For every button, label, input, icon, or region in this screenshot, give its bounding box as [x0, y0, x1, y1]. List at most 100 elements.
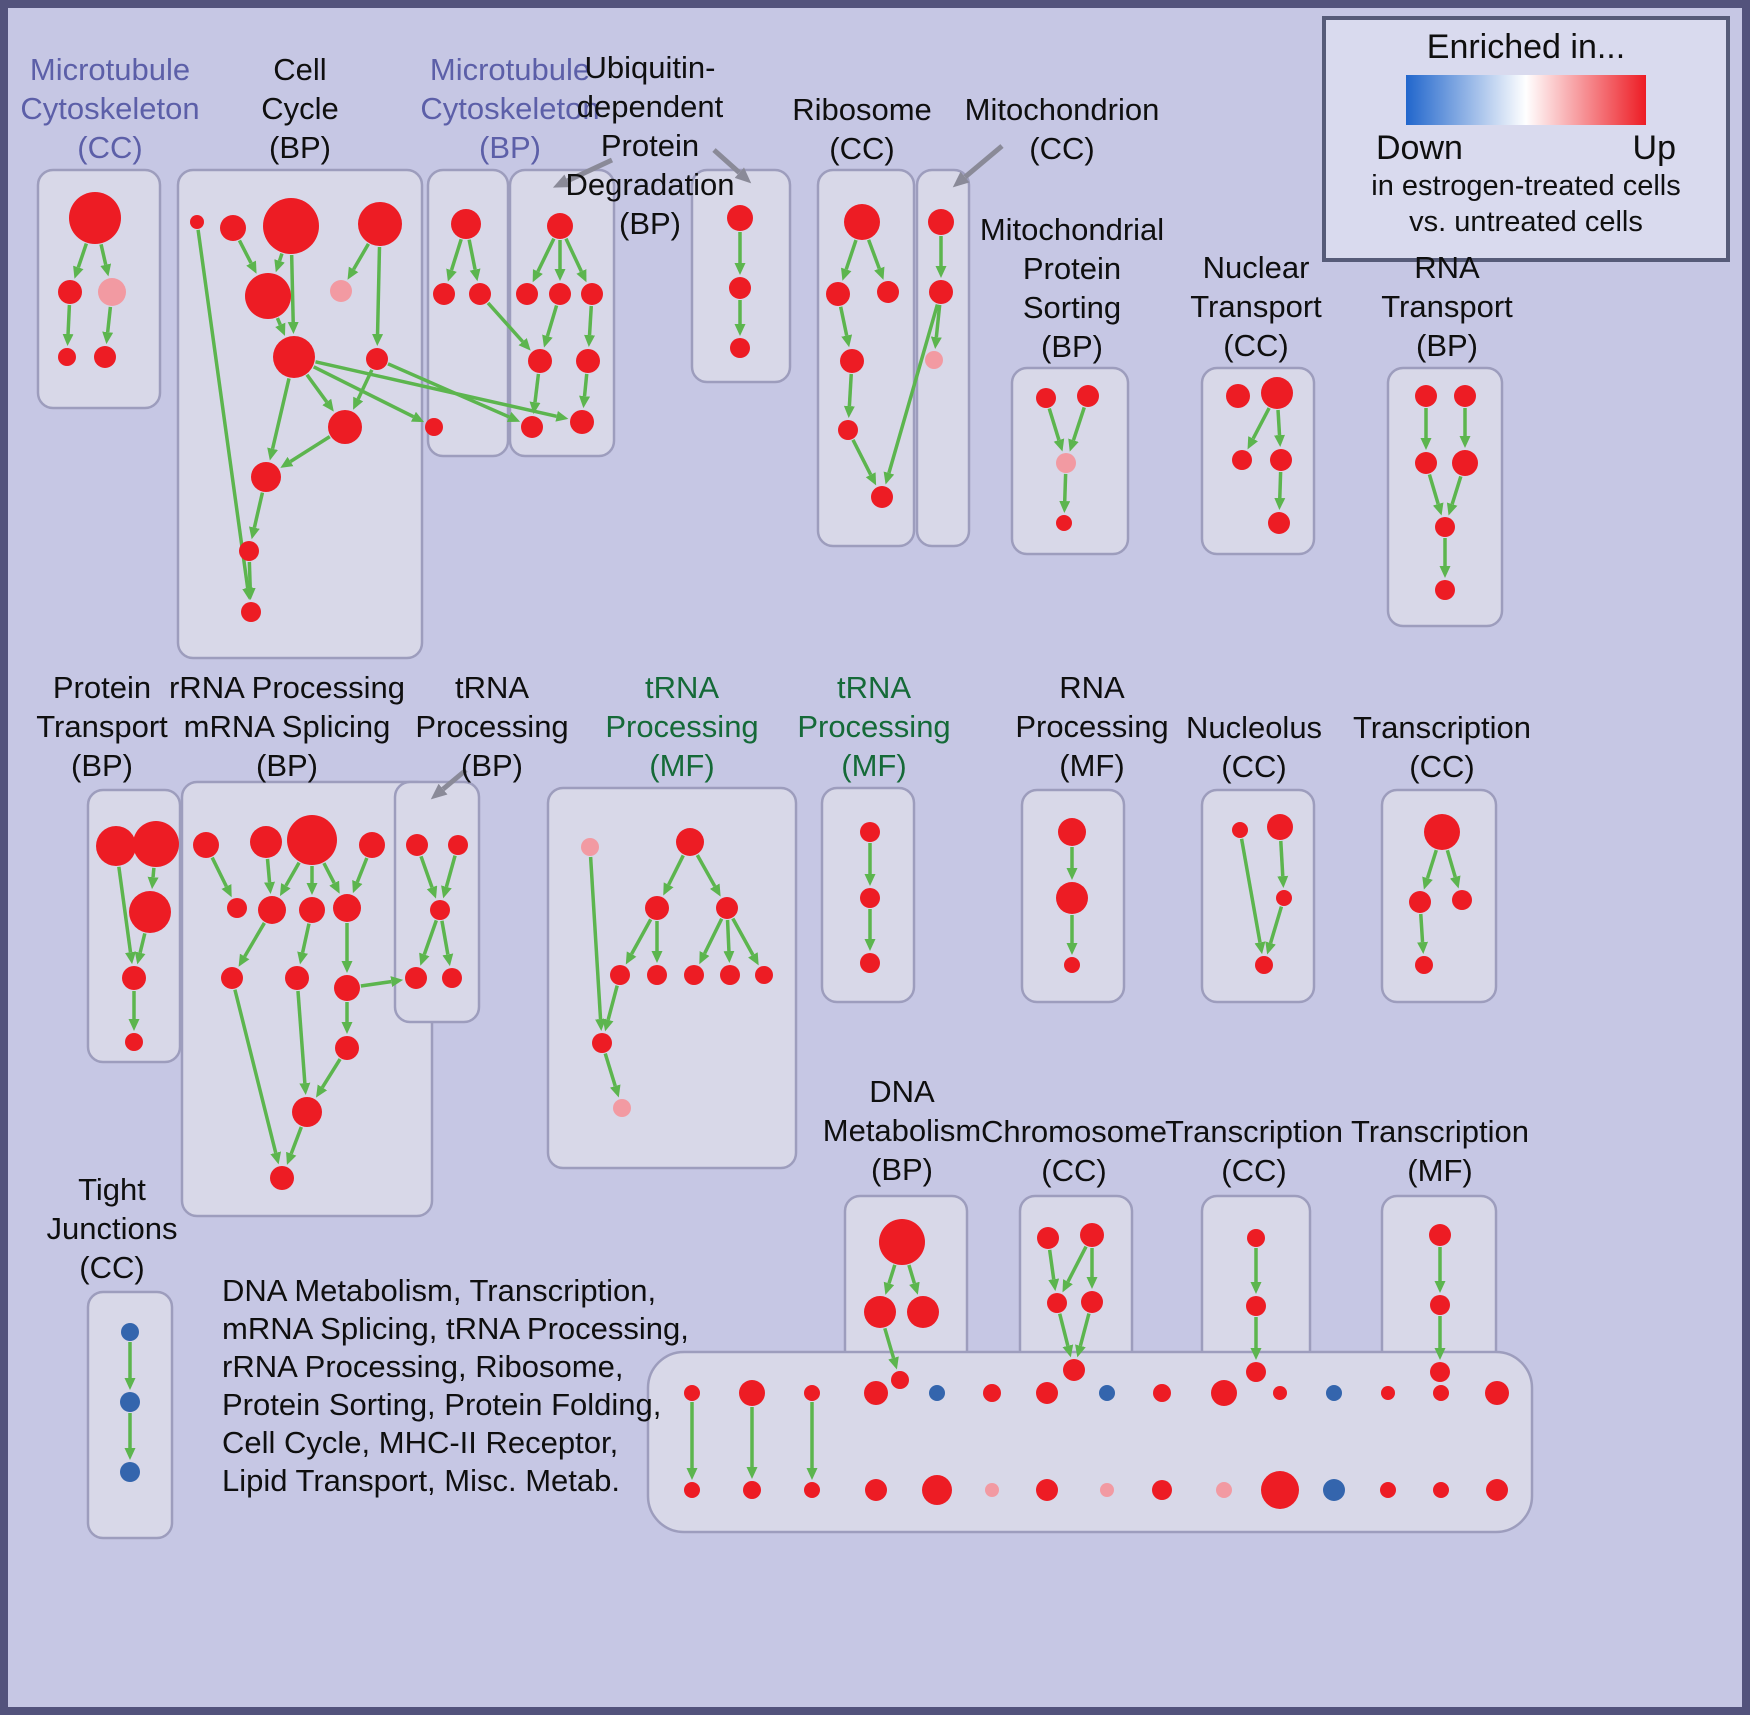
relationship-arrow — [360, 976, 404, 988]
go-term-node — [549, 283, 571, 305]
go-term-node — [907, 1296, 939, 1328]
relationship-arrow — [73, 243, 89, 279]
go-term-node — [1152, 1480, 1172, 1500]
relationship-arrow — [731, 917, 759, 966]
go-term-node — [804, 1385, 820, 1401]
go-term-node — [1081, 1291, 1103, 1313]
go-term-node — [844, 204, 880, 240]
relationship-arrow — [1075, 1313, 1091, 1358]
go-term-node — [125, 1033, 143, 1051]
relationship-arrow — [287, 254, 299, 335]
relationship-arrow — [296, 990, 311, 1096]
relationship-arrow — [102, 306, 114, 345]
go-term-node — [1415, 452, 1437, 474]
go-term-node — [1485, 1381, 1509, 1405]
go-term-node — [877, 281, 899, 303]
label-pointer-arrow — [552, 157, 614, 188]
go-term-node — [985, 1483, 999, 1497]
go-term-node — [366, 348, 388, 370]
go-term-node — [333, 894, 361, 922]
relationship-arrow — [1446, 475, 1463, 516]
go-term-node — [120, 1462, 140, 1482]
go-term-node — [1056, 515, 1072, 531]
go-term-node — [1267, 814, 1293, 840]
relationship-arrow — [723, 919, 735, 964]
go-term-node — [1232, 450, 1252, 470]
go-term-node — [1268, 512, 1290, 534]
go-term-node — [448, 835, 468, 855]
go-term-node — [1454, 385, 1476, 407]
go-term-node — [245, 273, 291, 319]
misc-processes-box — [646, 1350, 1534, 1534]
relationship-arrow — [264, 858, 276, 895]
legend-subtitle-line1: in estrogen-treated cells — [1371, 170, 1681, 202]
relationship-arrow — [1062, 1245, 1088, 1293]
relationship-arrow — [134, 932, 147, 965]
go-term-node — [1433, 1385, 1449, 1401]
go-term-node — [133, 821, 179, 867]
relationship-arrow — [1247, 407, 1271, 450]
relationship-arrow — [1417, 913, 1429, 955]
relationship-arrow — [352, 857, 369, 894]
go-term-node — [684, 1482, 700, 1498]
label-transcription-cc-middle: Transcription(CC) — [1352, 710, 1532, 784]
relationship-arrow — [280, 435, 331, 468]
relationship-arrow — [279, 861, 301, 897]
relationship-arrow — [233, 989, 282, 1165]
relationship-arrow — [210, 856, 232, 898]
go-term-node — [122, 966, 146, 990]
relationship-arrow — [1422, 849, 1438, 890]
go-term-node — [647, 965, 667, 985]
relationship-arrow — [196, 229, 254, 601]
go-term-node — [860, 888, 880, 908]
go-term-node — [1415, 956, 1433, 974]
relationship-arrow — [1265, 906, 1284, 955]
label-nucleolus-cc: Nucleolus(CC) — [1185, 710, 1323, 784]
relationship-arrow — [387, 362, 521, 422]
legend-title: Enriched in... — [1426, 28, 1626, 66]
go-term-node — [727, 205, 753, 231]
go-term-node — [1452, 450, 1478, 476]
nucleolus-cc-box — [1200, 788, 1316, 1004]
relationship-arrow — [564, 237, 587, 283]
label-ribosome-cc: Ribosome(CC) — [792, 92, 932, 166]
go-term-node — [425, 418, 443, 436]
go-term-node — [1080, 1223, 1104, 1247]
relationship-arrow — [883, 1327, 899, 1370]
go-term-node — [610, 965, 630, 985]
go-term-node — [1452, 890, 1472, 910]
relationship-arrow — [529, 373, 541, 415]
relationship-arrow — [315, 360, 569, 422]
relationship-arrow — [244, 561, 256, 601]
relationship-arrow — [603, 1052, 621, 1098]
go-term-node — [359, 832, 385, 858]
mitochondrion-cc-box — [915, 168, 971, 548]
go-term-node — [1415, 385, 1437, 407]
go-term-node — [1246, 1296, 1266, 1316]
go-term-node — [129, 891, 171, 933]
go-term-node — [1064, 957, 1080, 973]
go-term-node — [334, 975, 360, 1001]
relationship-arrow — [1059, 473, 1071, 514]
relationship-arrow — [1274, 471, 1286, 511]
relationship-arrow — [907, 1264, 920, 1295]
go-term-node — [1486, 1479, 1508, 1501]
relationship-arrow — [843, 373, 855, 419]
relationship-arrow — [841, 239, 858, 281]
relationship-arrow — [663, 854, 685, 896]
go-term-node — [405, 967, 427, 989]
label-pointer-arrow — [712, 148, 752, 184]
legend-up-label: Up — [1632, 129, 1676, 167]
go-term-node — [299, 897, 325, 923]
go-term-node — [891, 1371, 909, 1389]
relationship-arrow — [441, 855, 457, 899]
label-chromosome-cc: Chromosome(CC) — [980, 1114, 1168, 1188]
